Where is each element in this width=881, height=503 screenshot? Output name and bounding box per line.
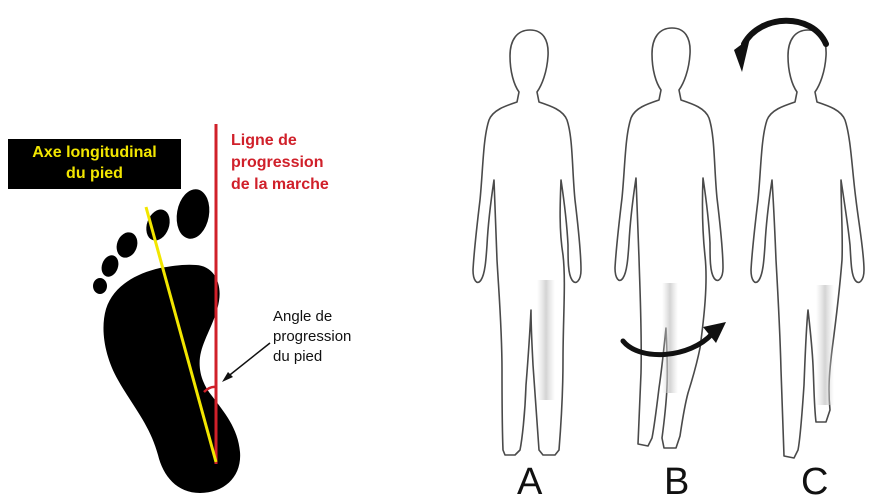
progression-line-label-line-2: progression bbox=[231, 152, 329, 174]
panel-label-b: B bbox=[664, 462, 689, 502]
progression-line-label: Ligne de progression de la marche bbox=[231, 130, 329, 196]
progression-line-label-line-1: Ligne de bbox=[231, 130, 329, 152]
progression-angle-label-line-2: progression bbox=[273, 327, 351, 347]
progression-angle-label: Angle de progression du pied bbox=[273, 307, 351, 367]
walking-figure-c bbox=[751, 30, 864, 458]
panel-label-a: A bbox=[517, 462, 542, 502]
toe-fourth bbox=[99, 253, 122, 279]
toe-third bbox=[113, 229, 141, 260]
toe-big bbox=[173, 187, 213, 242]
foot-axis-label-line-1: Axe longitudinal bbox=[8, 142, 181, 163]
progression-line-label-line-3: de la marche bbox=[231, 174, 329, 196]
progression-angle-label-line-3: du pied bbox=[273, 347, 351, 367]
angle-pointer-line bbox=[226, 343, 270, 378]
panel-label-c: C bbox=[801, 462, 828, 502]
walking-figure-a bbox=[473, 30, 581, 455]
foot-axis-label: Axe longitudinal du pied bbox=[8, 139, 181, 189]
foot-axis-label-line-2: du pied bbox=[8, 163, 181, 184]
toe-fifth bbox=[93, 278, 107, 294]
progression-angle-label-line-1: Angle de bbox=[273, 307, 351, 327]
footprint-diagram bbox=[93, 187, 240, 493]
walking-figure-b bbox=[615, 28, 723, 448]
